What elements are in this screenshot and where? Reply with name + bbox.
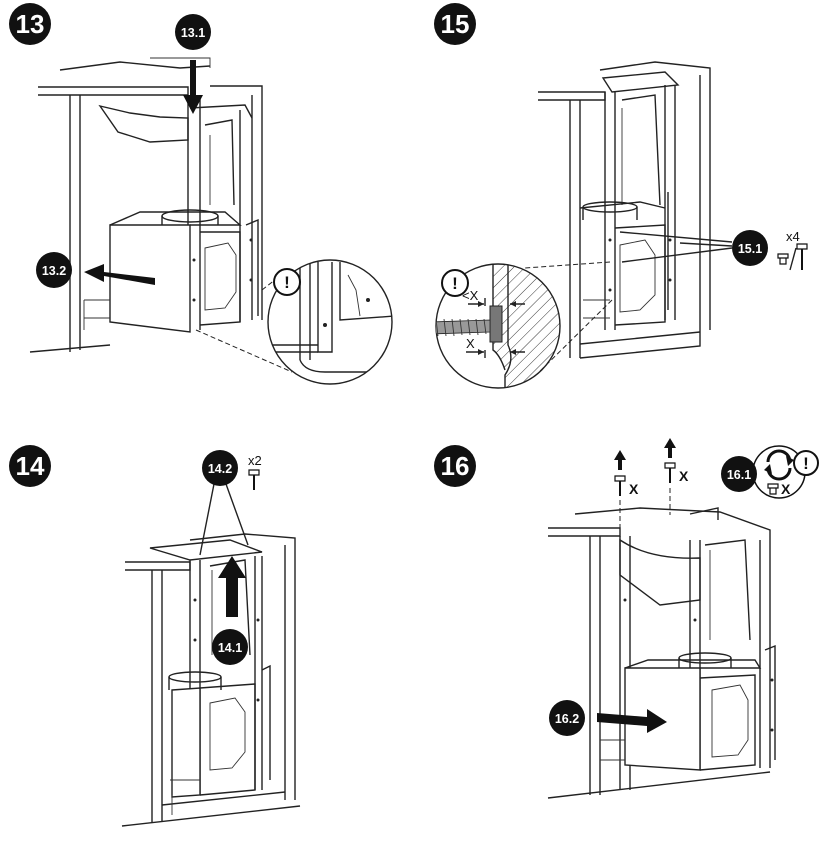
quantity-15-label: x4 [786, 229, 800, 244]
callout-14-1 [212, 629, 248, 665]
step-15-number: 15 [441, 9, 470, 39]
right-arrow-icon [597, 709, 667, 733]
callout-14-2-label: 14.2 [208, 462, 232, 476]
callout-15-1-label: 15.1 [738, 242, 762, 256]
callout-16-1-label: 16.1 [727, 468, 751, 482]
step-14-badge [9, 445, 51, 487]
callout-13-1 [175, 14, 211, 50]
detail-magnifier-13 [267, 259, 393, 385]
screw-icon [796, 243, 808, 270]
callout-16-1 [721, 456, 757, 492]
cabinet-14 [121, 533, 301, 827]
warning-13-label: ! [284, 273, 290, 292]
callout-15-1 [732, 230, 768, 266]
step-16-badge [434, 445, 476, 487]
callout-14-2 [202, 450, 238, 486]
callout-14-1-label: 14.1 [218, 641, 242, 655]
cabinet-16 [547, 507, 776, 799]
step-16-number: 16 [441, 451, 470, 481]
step-13-badge [9, 3, 51, 45]
screw-icon [614, 475, 626, 496]
step-13-number: 13 [16, 9, 45, 39]
screw-icon [248, 469, 260, 490]
nut-icon [777, 253, 789, 265]
cabinet-13 [29, 57, 263, 353]
nut-icon [767, 483, 779, 495]
removal-label-2: X [679, 468, 689, 484]
step-15-badge [434, 3, 476, 45]
callout-16-2 [549, 700, 585, 736]
up-arrow-icon [218, 556, 246, 617]
panel-13: 13 [9, 3, 393, 385]
warning-icon [441, 269, 469, 297]
panel-15: 15 15.1 x4 [434, 3, 808, 389]
down-arrow-icon [183, 60, 203, 114]
step-14-number: 14 [16, 451, 45, 481]
up-arrow-icon [614, 450, 626, 470]
warning-15-label: ! [452, 274, 458, 293]
callout-16-2-label: 16.2 [555, 712, 579, 726]
callout-13-2-label: 13.2 [42, 264, 66, 278]
panel-14: 14 14.1 1 [9, 445, 301, 827]
left-arrow-icon [84, 264, 155, 285]
callout-13-1-label: 13.1 [181, 26, 205, 40]
dimension-less-label: <X [462, 288, 479, 303]
cabinet-15 [538, 61, 711, 359]
retain-label: X [781, 481, 791, 497]
removal-label-1: X [629, 481, 639, 497]
quantity-14-label: x2 [248, 453, 262, 468]
warning-icon [793, 450, 819, 476]
warning-16-label: ! [803, 454, 809, 473]
callout-13-2 [36, 252, 72, 288]
up-arrow-icon [664, 438, 676, 458]
panel-16: 16 [434, 438, 819, 799]
screw-icon [664, 462, 676, 483]
warning-icon [273, 268, 301, 296]
dimension-label: X [466, 336, 475, 351]
rotate-icon [764, 449, 794, 481]
